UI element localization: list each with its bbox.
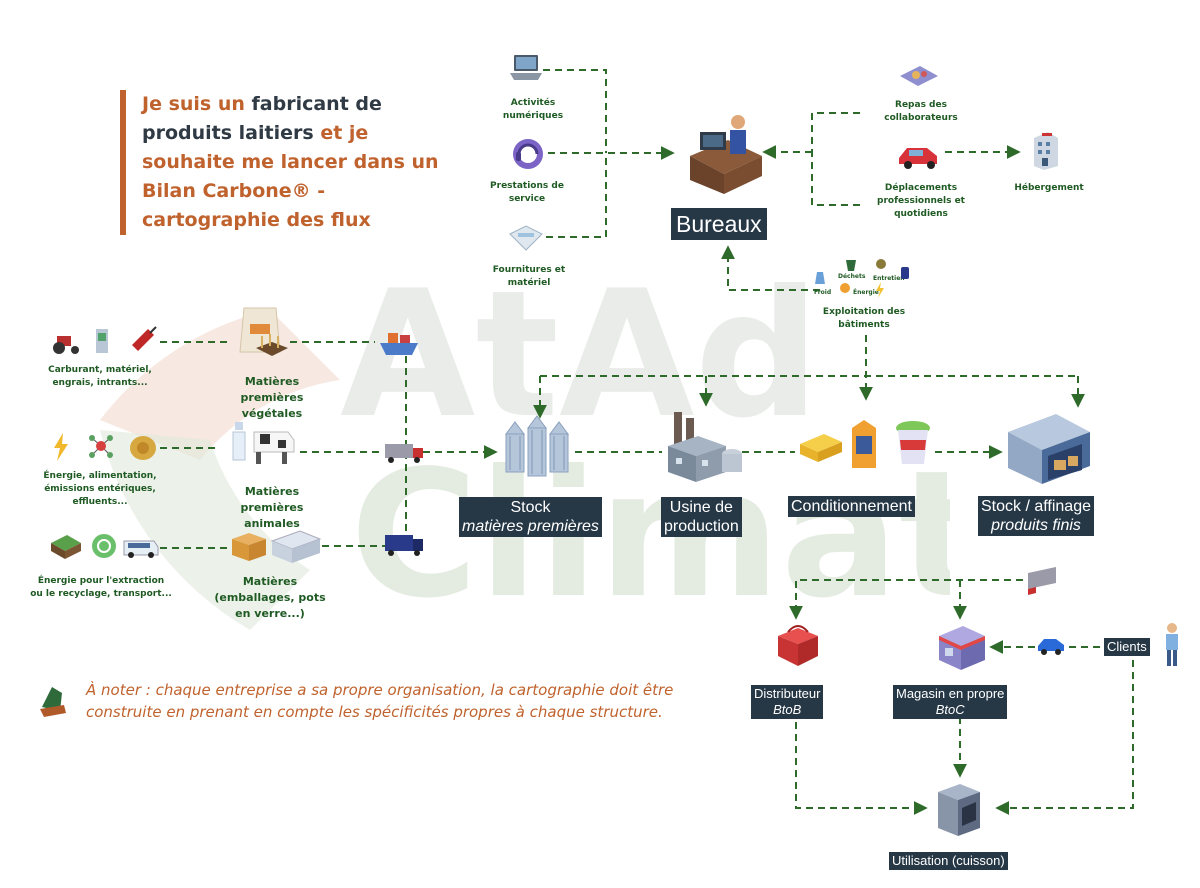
phone-icon: [901, 267, 909, 279]
milk-bottle-icon: [232, 422, 246, 461]
arrow-affinage-down: [789, 579, 1035, 620]
magasin-line2: BtoC: [935, 702, 965, 717]
label-deplacements: Déplacements professionnels et quotidien…: [877, 183, 965, 219]
bureaux-box: Bureaux: [671, 208, 767, 240]
stock-line1: Stock: [510, 499, 551, 516]
bus-icon: [123, 540, 159, 558]
title-part2: fabricant de produits laitiers: [142, 93, 382, 144]
carton-box-icon: [232, 533, 266, 561]
label-carburant: Carburant, matériel, engrais, intrants..…: [48, 365, 152, 388]
glass-jars-icon: [270, 530, 322, 563]
truck-red-icon: [1028, 567, 1056, 595]
arrow-deplacements: [811, 152, 860, 206]
label-emballages: Matières (emballages, pots en verre...): [214, 575, 326, 620]
arrow-batiments-bureaux: [721, 245, 820, 291]
factory-icon: [668, 412, 742, 482]
label-prestations: Prestations de service: [490, 181, 564, 204]
molecule-icon: [89, 435, 113, 458]
page-title: Je suis un fabricant de produits laitier…: [120, 90, 442, 235]
cleaning-icon: [876, 259, 886, 269]
utilisation-box: Utilisation (cuisson): [889, 852, 1008, 870]
oven-icon: [938, 784, 980, 836]
car-blue-icon: [1038, 639, 1064, 655]
hay-bale-icon: [130, 436, 156, 460]
fridge-icon: [815, 272, 825, 284]
note-hat-icon: [40, 687, 66, 717]
label-fournitures: Fournitures et matériel: [492, 265, 566, 288]
arrow-activites: [543, 69, 607, 152]
affinage-box: Stock / affinage produits finis: [978, 496, 1094, 536]
yogurt-icon: [896, 421, 930, 464]
label-vegetales: Matières premières végétales: [240, 375, 304, 420]
label-energie-bat: Énergie: [853, 289, 879, 296]
title-part1: Je suis un: [142, 93, 245, 115]
label-repas: Repas des collaborateurs: [884, 100, 958, 123]
conditionnement-box: Conditionnement: [788, 496, 915, 517]
label-extraction: Énergie pour l'extraction ou le recyclag…: [30, 576, 172, 599]
silo-icon: [505, 415, 569, 477]
label-activites: Activités numériques: [502, 98, 564, 121]
usine-line2: production: [664, 518, 739, 535]
cow-icon: [253, 431, 295, 464]
arrow-clients-utilisation: [995, 660, 1134, 815]
arrow-distributeur-utilisation: [795, 722, 928, 815]
warehouse-icon: [1008, 414, 1090, 484]
stock-box: Stock matières premières: [459, 497, 602, 537]
cargo-ship-icon: [380, 333, 418, 355]
distributeur-line1: Distributeur: [754, 686, 821, 701]
basket-icon: [778, 625, 818, 666]
usine-line1: Usine de: [669, 499, 733, 516]
magasin-box: Magasin en propre BtoC: [893, 685, 1008, 719]
label-froid: Froid: [814, 289, 832, 296]
person-icon: [1166, 623, 1178, 666]
headset-icon: [513, 139, 543, 169]
car-icon: [899, 148, 937, 169]
title-part3: et je souhaite me lancer dans un Bilan C…: [142, 122, 439, 231]
grain-sack-icon: [239, 307, 288, 356]
label-exploitation: Exploitation des bâtiments: [822, 307, 906, 330]
lightning-icon: [54, 433, 68, 461]
watermark-logo: AtAd Climat: [100, 254, 950, 637]
tractor-icon: [53, 336, 79, 354]
label-hebergement: Hébergement: [1014, 183, 1084, 193]
affinage-line2: produits finis: [991, 517, 1081, 534]
label-energie-alimentation: Énergie, alimentation, émissions entériq…: [43, 471, 157, 507]
stock-line2: matières premières: [462, 518, 599, 535]
watermark-text-2: Climat: [350, 434, 950, 637]
lightning-small-icon: [876, 282, 884, 298]
distributeur-line2: BtoB: [773, 702, 802, 717]
distributeur-box: Distributeur BtoB: [751, 685, 824, 719]
cheese-icon: [800, 434, 842, 462]
truck-blue-icon: [385, 535, 423, 556]
battery-icon: [96, 329, 108, 353]
mine-icon: [51, 535, 81, 559]
clients-box: Clients: [1104, 638, 1150, 656]
arrow-repas: [811, 112, 860, 152]
laptop-icon: [510, 55, 542, 80]
shop-icon: [939, 626, 985, 670]
waste-icon: [846, 260, 856, 271]
energy-bulb-icon: [840, 283, 850, 293]
office-worker-icon: [690, 115, 762, 194]
arrow-fournitures: [546, 152, 607, 238]
watermark-text-1: AtAd: [340, 254, 820, 457]
truck-icon: [385, 444, 423, 463]
meal-tray-icon: [900, 66, 938, 86]
recycle-icon: [92, 534, 116, 558]
note-text: À noter : chaque entreprise a sa propre …: [86, 681, 674, 721]
label-entretien: Entretien: [873, 275, 905, 282]
office-supplies-icon: [509, 225, 543, 251]
affinage-line1: Stock / affinage: [981, 498, 1091, 515]
label-dechets: Déchets: [838, 273, 866, 280]
label-animales: Matières premières animales: [240, 485, 304, 530]
usine-box: Usine de production: [661, 497, 742, 537]
fuel-pump-icon: [132, 326, 157, 351]
magasin-line1: Magasin en propre: [896, 686, 1005, 701]
hotel-icon: [1034, 132, 1058, 170]
milk-carton-icon: [852, 420, 876, 468]
